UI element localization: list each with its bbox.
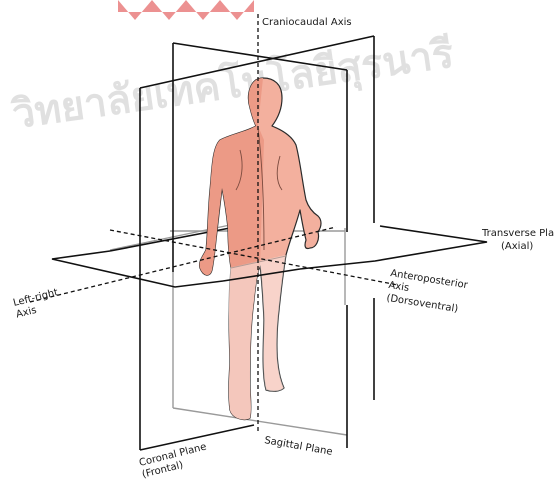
craniocaudal-axis-label: Craniocaudal Axis: [262, 17, 352, 28]
left-right-label-line1: Left-right: [12, 287, 59, 309]
human-figure: [200, 78, 321, 420]
watermark-flag-shape: [118, 0, 254, 20]
anteroposterior-label-line2: Axis: [388, 280, 410, 294]
sagittal-plane-label: Sagittal Plane: [263, 435, 333, 458]
watermark-text: วิทยาลัยเทคโนโลยีสุรนารี: [9, 30, 457, 141]
watermark: วิทยาลัยเทคโนโลยีสุรนารี: [9, 0, 457, 140]
anteroposterior-label-line3: (Dorsoventral): [386, 293, 459, 315]
transverse-plane-label-line1: Transverse Plane: [481, 228, 555, 239]
hidden-plane-edges: [110, 225, 347, 435]
transverse-plane-label-line2: (Axial): [501, 241, 533, 252]
